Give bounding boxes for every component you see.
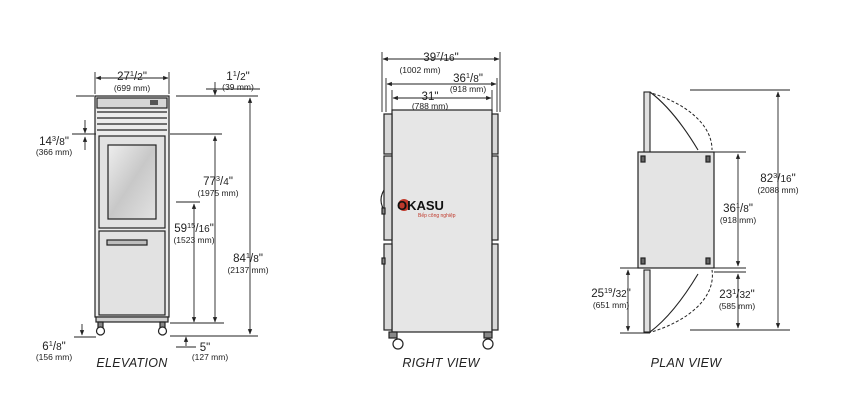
elevation-base-offset-mm: (127 mm) (192, 352, 229, 362)
elevation-caster-dim (74, 324, 96, 338)
right-view-title: RIGHT VIEW (402, 356, 480, 370)
elevation-overall-height-dim (170, 95, 258, 337)
okasu-logo-sub: Bếp công nghiệp (418, 213, 456, 219)
plan-swing-total-dim (690, 89, 790, 331)
right-body-depth-mm: (788 mm) (412, 101, 449, 111)
right-cabinet (380, 109, 499, 350)
elevation-top-offset-value: 11/2" (226, 69, 249, 83)
okasu-logo: OKASU Bếp công nghiệp (397, 198, 456, 219)
plan-door-right-value: 231/32" (719, 287, 754, 301)
plan-door-left-value: 2519/32" (591, 286, 631, 300)
plan-swing-total-mm: (2088 mm) (757, 185, 798, 195)
elevation-upper-section-mm: (366 mm) (36, 147, 73, 157)
elevation-door-height-mm: (1975 mm) (197, 188, 238, 198)
plan-view-title: PLAN VIEW (651, 356, 723, 370)
plan-doors (643, 91, 699, 333)
elevation-door-height-value: 773/4" (203, 174, 233, 188)
elevation-top-offset-mm: (39 mm) (222, 82, 254, 92)
elevation-base-offset-value: 5" (200, 342, 211, 354)
elevation-door-height-dim (170, 133, 224, 324)
right-cabinet-depth-value: 361/8" (453, 71, 483, 85)
plan-door-right-dim (714, 271, 746, 329)
plan-door-left-dim (620, 267, 650, 334)
right-cabinet-depth-mm: (918 mm) (450, 84, 487, 94)
right-overall-depth-mm: (1002 mm) (399, 65, 440, 75)
elevation-width-value: 271/2" (117, 69, 147, 83)
elevation-upper-section-dim (72, 95, 96, 150)
elevation-upper-section-value: 143/8" (39, 134, 69, 148)
elevation-caster-mm: (156 mm) (36, 352, 73, 362)
plan-swing-total-value: 823/16" (760, 171, 795, 185)
plan-cabinet (637, 151, 715, 269)
elevation-width-mm: (699 mm) (114, 83, 151, 93)
okasu-logo-text: OKASU (397, 198, 444, 213)
elevation-handle-height-value: 5915/16" (174, 221, 214, 235)
plan-door-left-mm: (651 mm) (593, 300, 630, 310)
elevation-overall-height-value: 841/8" (233, 251, 263, 265)
plan-depth-mm: (918 mm) (720, 215, 757, 225)
elevation-handle-height-dim (176, 201, 200, 323)
right-body-depth-dim (391, 90, 493, 110)
elevation-title: ELEVATION (96, 356, 168, 370)
plan-door-swing (647, 91, 713, 334)
elevation-base-offset-dim (176, 336, 196, 348)
plan-depth-value: 361/8" (723, 201, 753, 215)
elevation-casters (95, 321, 168, 336)
plan-depth-dim (714, 151, 746, 269)
elevation-width-label: 271/2" (699 mm) (114, 69, 151, 93)
right-view: OKASU Bếp công nghiệp 397/16" (1002 mm) … (380, 50, 501, 370)
right-body-depth-value: 31" (422, 91, 439, 103)
plan-door-right-mm: (585 mm) (719, 301, 756, 311)
right-overall-depth-dim (381, 52, 501, 112)
elevation-width-dim (94, 72, 170, 94)
elevation-overall-height-mm: (2137 mm) (227, 265, 268, 275)
right-overall-depth-value: 397/16" (423, 50, 458, 64)
elevation-top-offset-dim (176, 82, 260, 97)
plan-view: 823/16" (2088 mm) 361/8" (918 mm) 2519/3… (591, 89, 799, 370)
elevation-cabinet (94, 95, 170, 323)
elevation-view: 271/2" (699 mm) 11/2" (39 mm) 143/8" (36… (36, 69, 269, 370)
elevation-handle-height-mm: (1523 mm) (173, 235, 214, 245)
elevation-caster-value: 61/8" (42, 339, 65, 353)
right-cabinet-depth-dim (385, 78, 498, 112)
